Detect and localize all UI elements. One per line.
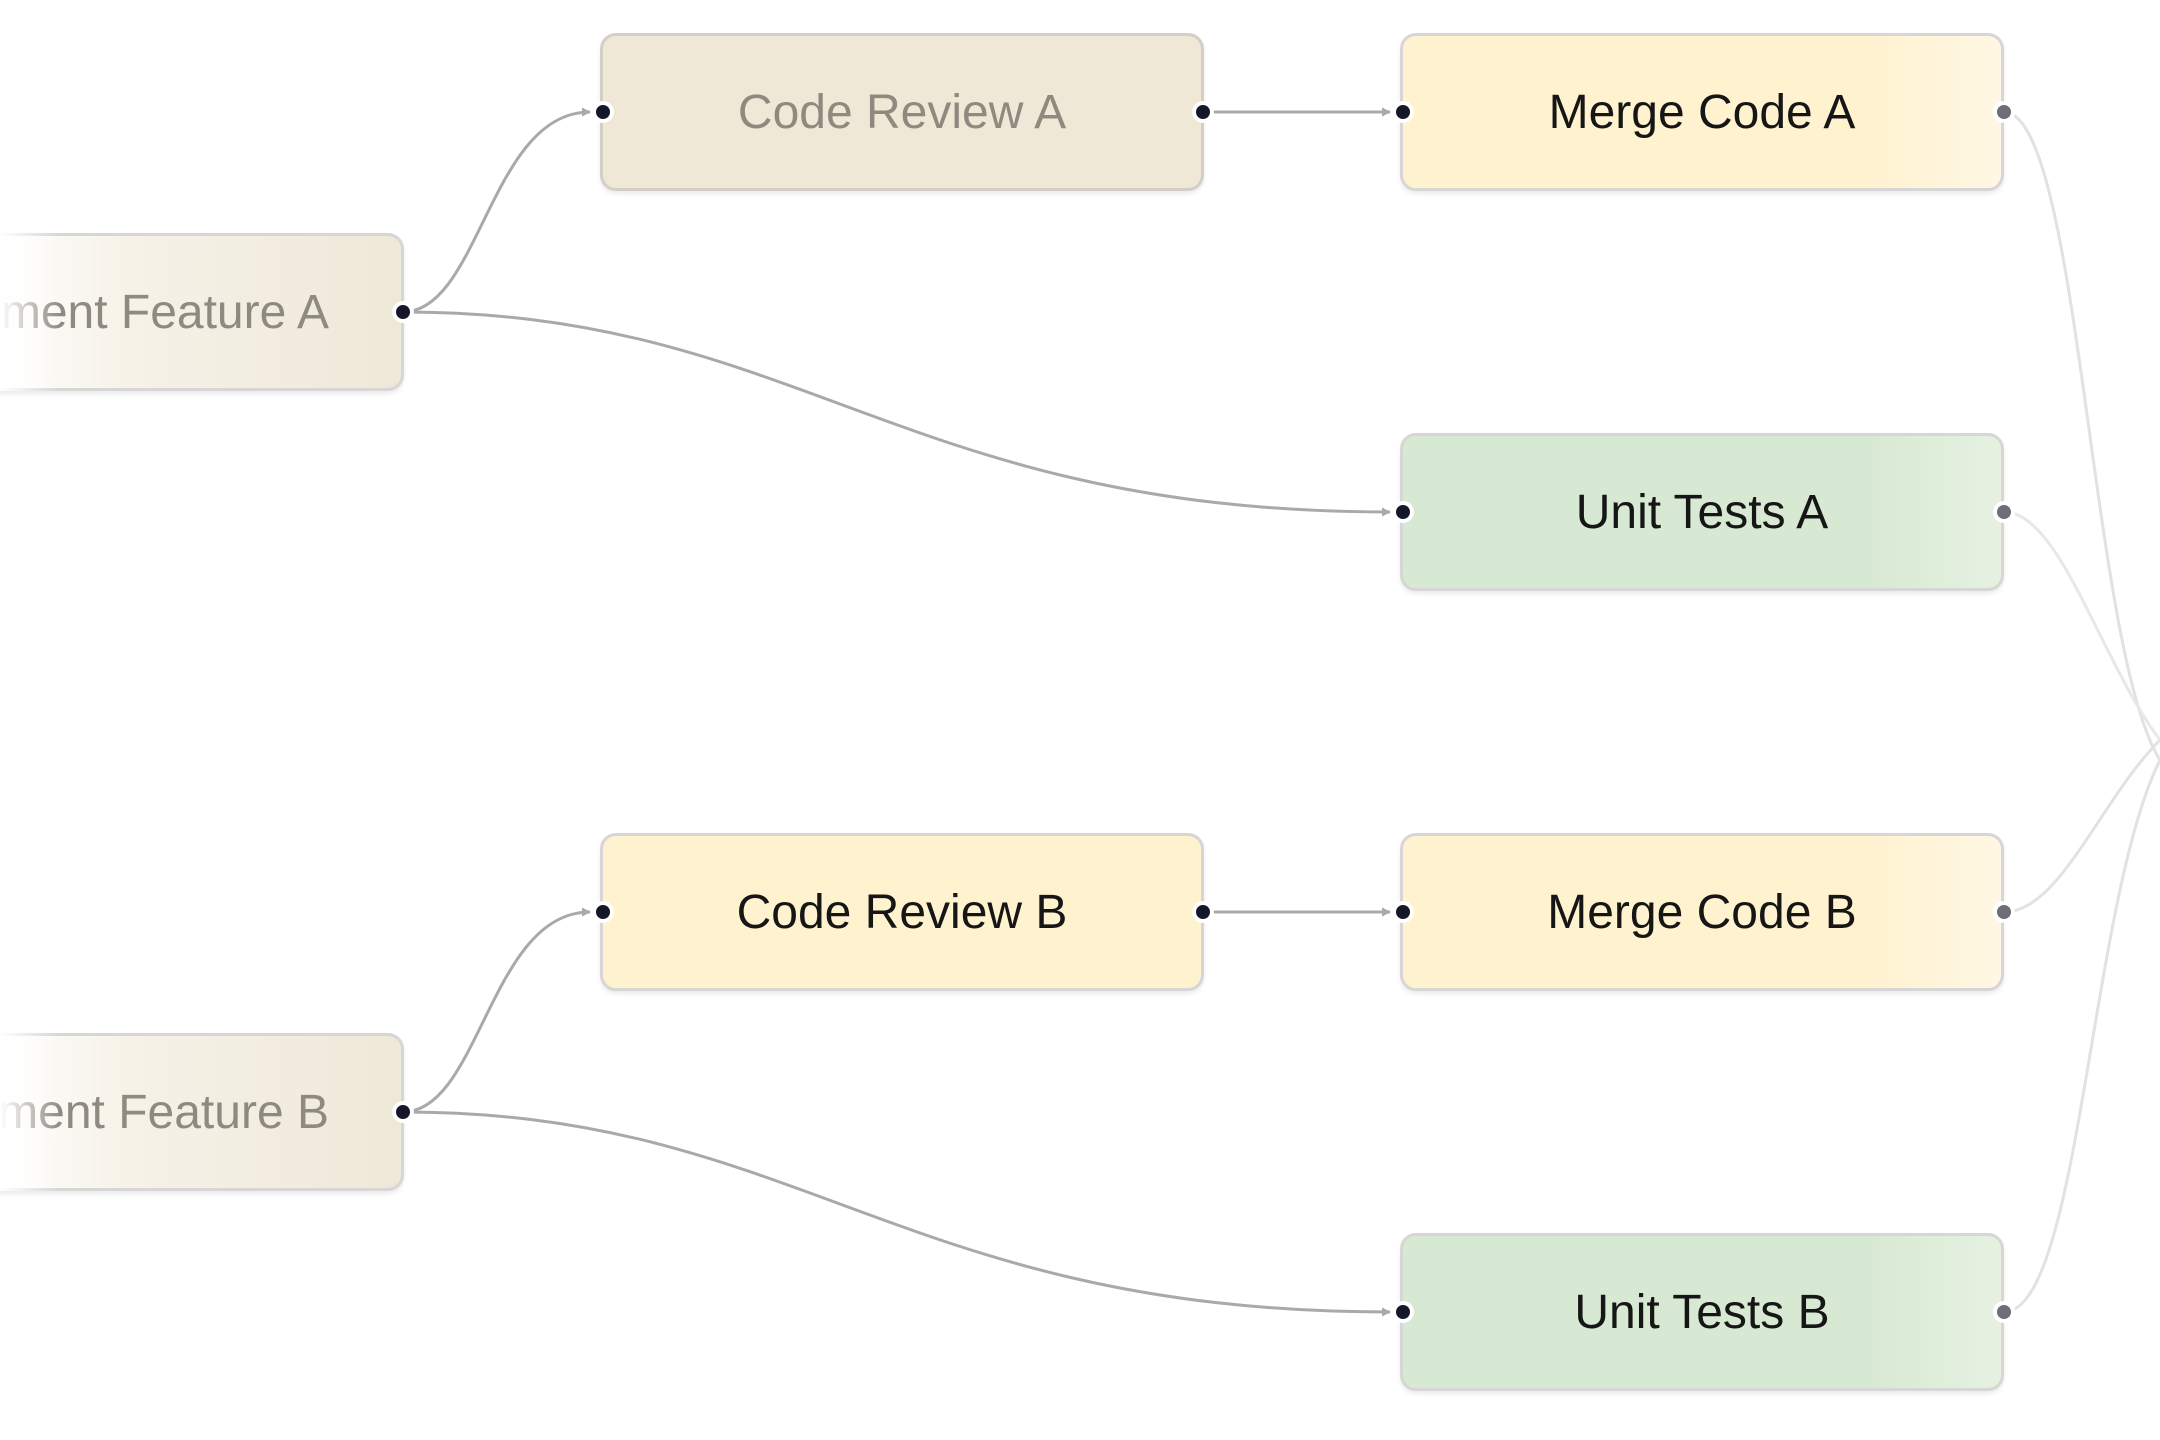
node-label: Merge Code B	[1547, 885, 1857, 939]
node-code-review-b[interactable]: Code Review B	[600, 833, 1204, 991]
left-fade-overlay	[0, 233, 60, 391]
node-merge-code-a[interactable]: Merge Code A	[1400, 33, 2004, 191]
node-unit-tests-b[interactable]: Unit Tests B	[1400, 1233, 2004, 1391]
node-implement-feature-a[interactable]: Implement Feature A	[0, 233, 404, 391]
node-label: Unit Tests B	[1574, 1285, 1830, 1339]
edge-impl-b-to-tests-b[interactable]	[402, 1110, 1391, 1317]
node-label: Code Review B	[736, 885, 1068, 939]
edge-tests-b-out[interactable]	[2003, 759, 2160, 1314]
node-label: Unit Tests A	[1575, 485, 1829, 539]
node-label: Code Review A	[737, 85, 1067, 139]
node-unit-tests-a[interactable]: Unit Tests A	[1400, 433, 2004, 591]
edge-merge-b-out[interactable]	[2003, 738, 2160, 914]
node-label: Merge Code A	[1548, 85, 1856, 139]
edge-impl-b-to-review-b[interactable]	[402, 907, 591, 1114]
edge-merge-a-out[interactable]	[2003, 110, 2160, 761]
node-code-review-a[interactable]: Code Review A	[600, 33, 1204, 191]
node-implement-feature-b[interactable]: Implement Feature B	[0, 1033, 404, 1191]
edge-tests-a-out[interactable]	[2003, 510, 2160, 741]
edge-impl-a-to-tests-a[interactable]	[402, 310, 1391, 517]
node-merge-code-b[interactable]: Merge Code B	[1400, 833, 2004, 991]
left-fade-overlay	[0, 1033, 60, 1191]
edge-impl-a-to-review-a[interactable]	[402, 107, 591, 314]
